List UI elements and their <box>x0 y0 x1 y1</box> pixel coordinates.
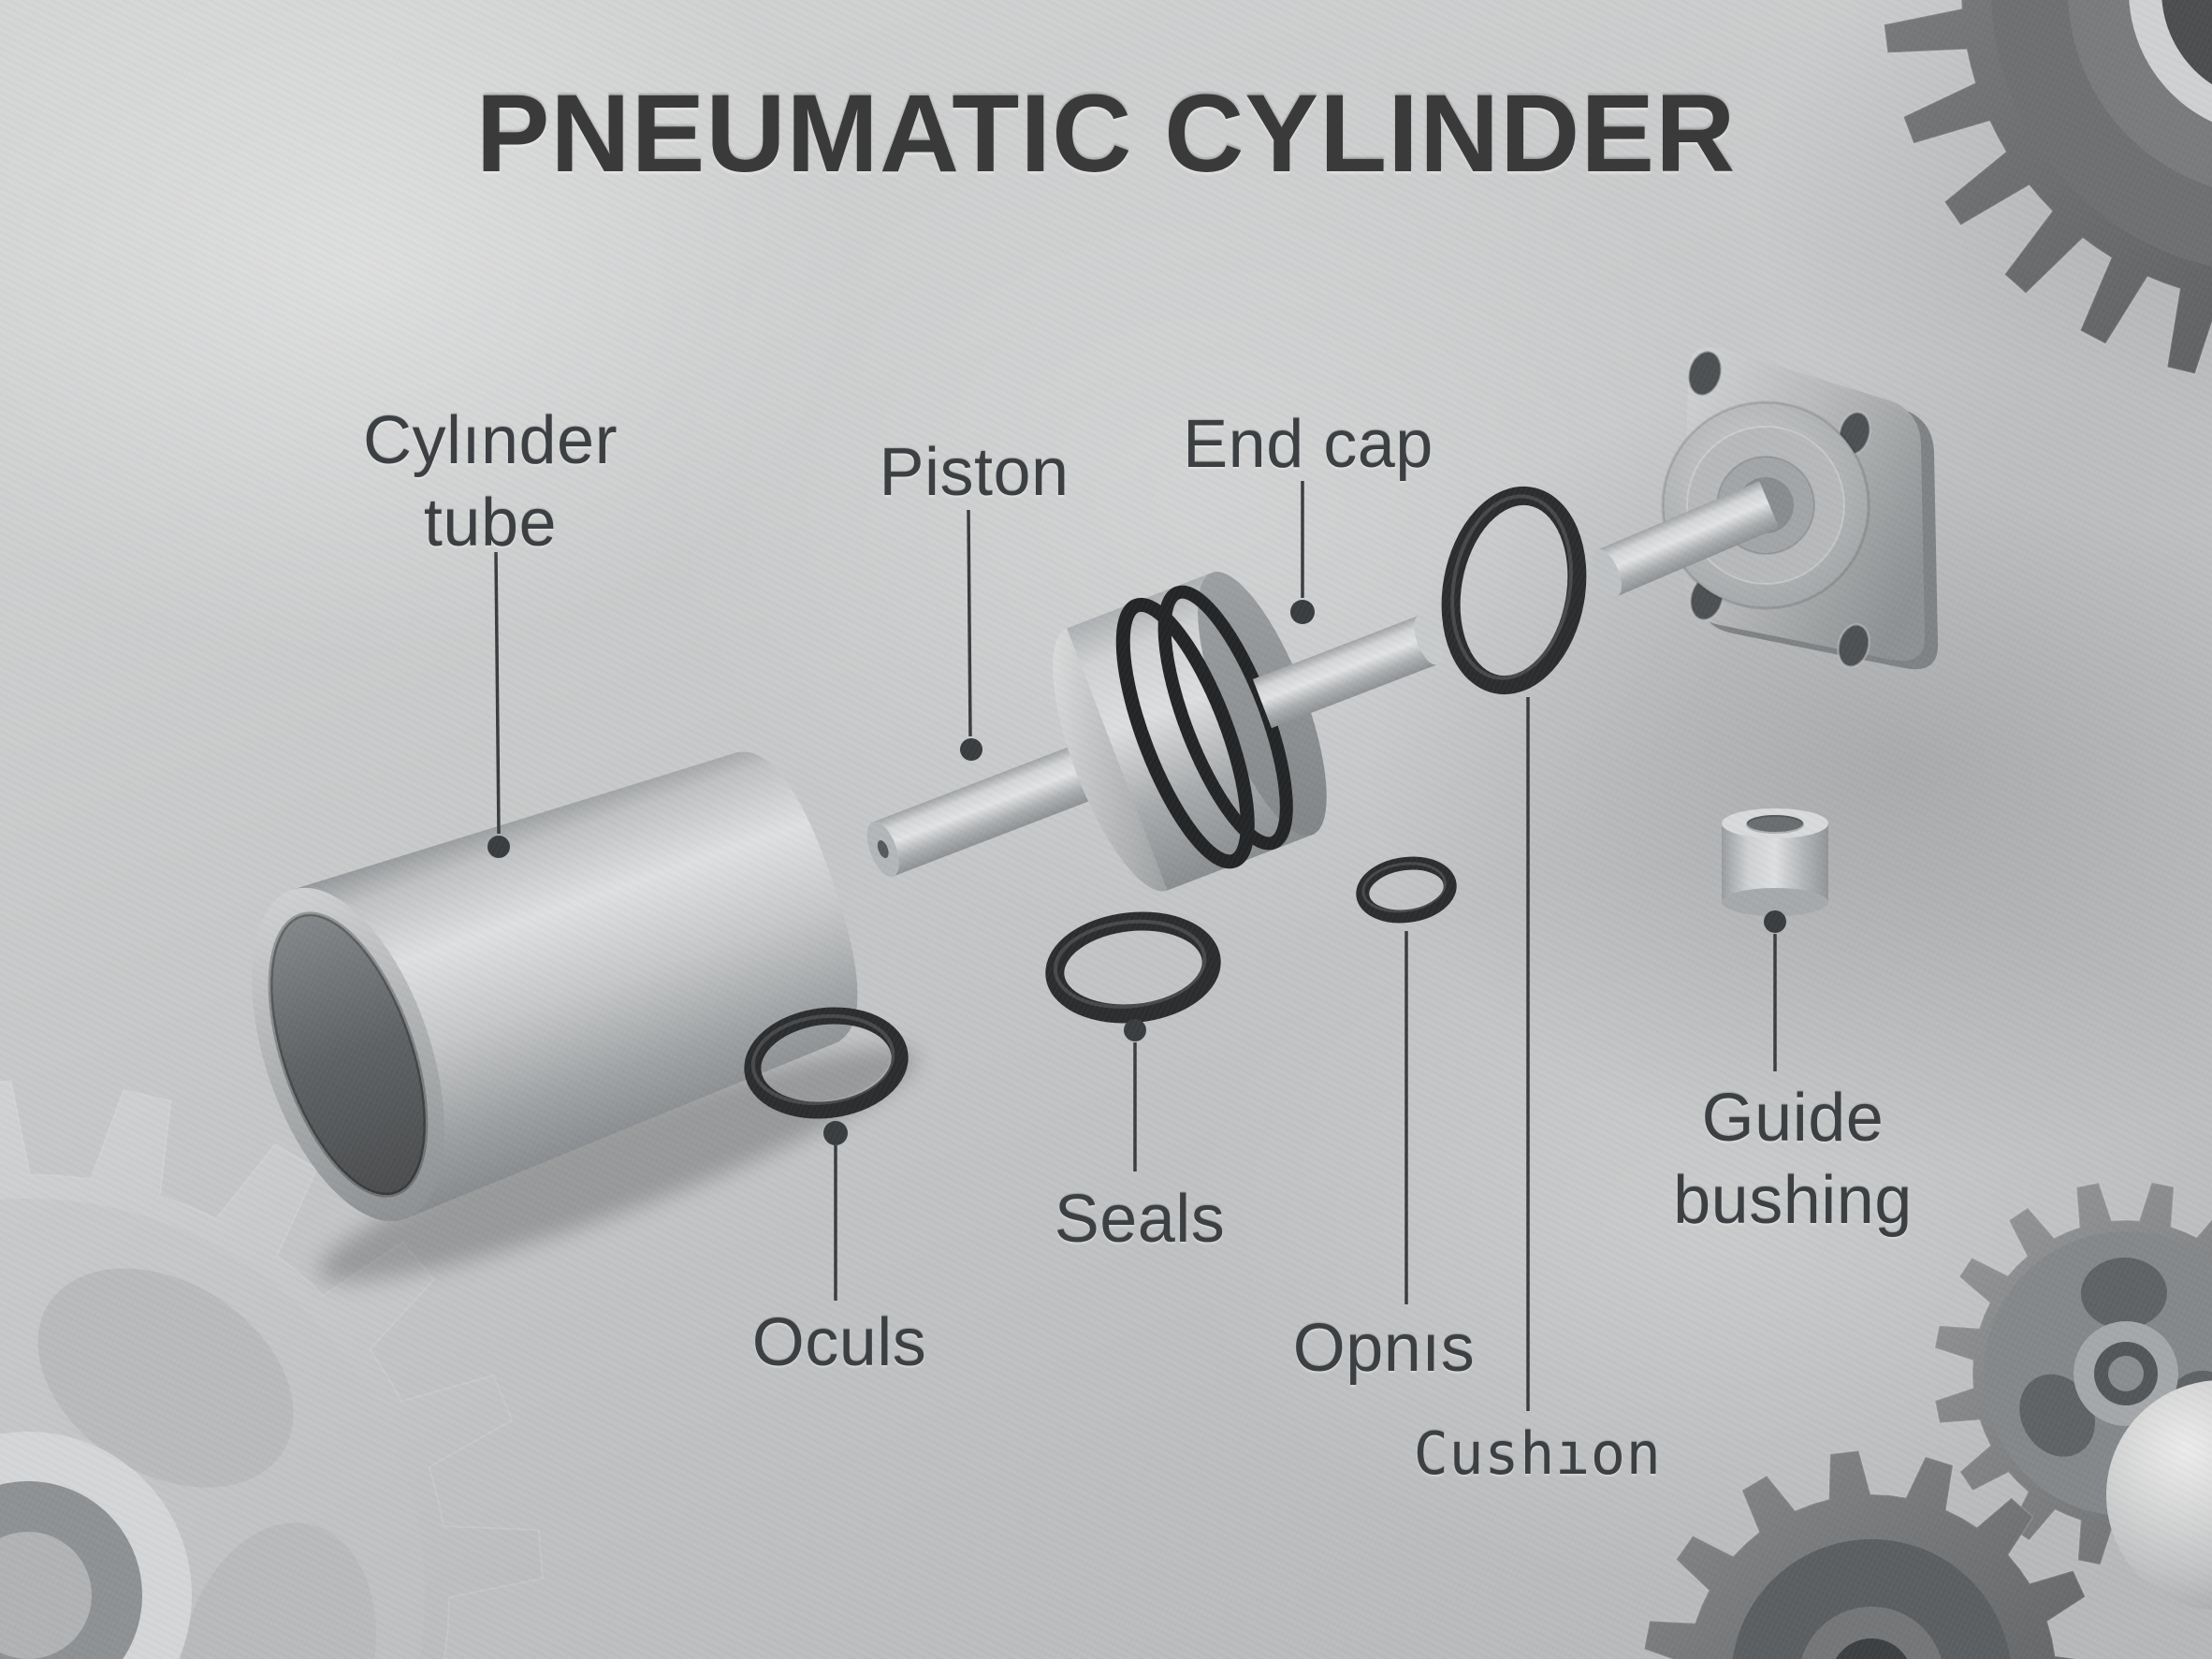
page-title: PNEUMATIC CYLINDER <box>475 72 1737 196</box>
label-guide-bushing-line2: bushing <box>1673 1162 1913 1238</box>
oculs-oring-graphic <box>744 1007 909 1119</box>
label-guide-bushing: Guide bushing <box>1673 1078 1913 1243</box>
leader-line <box>494 551 501 835</box>
label-piston: Piston <box>879 435 1070 510</box>
opnis-oring-graphic <box>1356 856 1457 924</box>
leader-dot <box>488 836 510 858</box>
tube-shadow <box>318 1047 917 1283</box>
leader-dot <box>960 738 982 761</box>
label-opnis: Opnıs <box>1292 1311 1476 1386</box>
guide-bushing-graphic <box>1722 808 1828 916</box>
leader-lines <box>488 481 1786 1411</box>
gear-icon <box>1883 0 2212 375</box>
leader-dot <box>1764 910 1786 933</box>
leader-dot <box>1124 1019 1146 1041</box>
cushion-oring-graphic <box>1441 486 1587 695</box>
label-guide-bushing-line1: Guide <box>1701 1081 1885 1156</box>
cylinder-tube-graphic <box>252 751 858 1222</box>
label-seals: Seals <box>1054 1182 1226 1257</box>
label-cylinder-tube-line2: tube <box>423 485 558 560</box>
label-cylinder-tube-line1: Cylınder <box>362 403 618 478</box>
gear-icon <box>1643 1449 2087 1659</box>
seals-oring-graphic <box>1045 911 1221 1024</box>
label-end-cap: End cap <box>1183 407 1433 482</box>
leader-line <box>967 509 972 737</box>
label-cushion: Cushıon <box>1413 1419 1662 1488</box>
leader-dot <box>1290 600 1315 624</box>
label-cylinder-tube: Cylınder tube <box>363 400 618 565</box>
dome-decoration <box>2106 1380 2212 1610</box>
piston-assembly-graphic <box>866 572 1443 892</box>
label-oculs: Oculs <box>751 1305 927 1380</box>
leader-dot <box>823 1121 848 1145</box>
flange-rod-graphic <box>1593 481 1780 598</box>
